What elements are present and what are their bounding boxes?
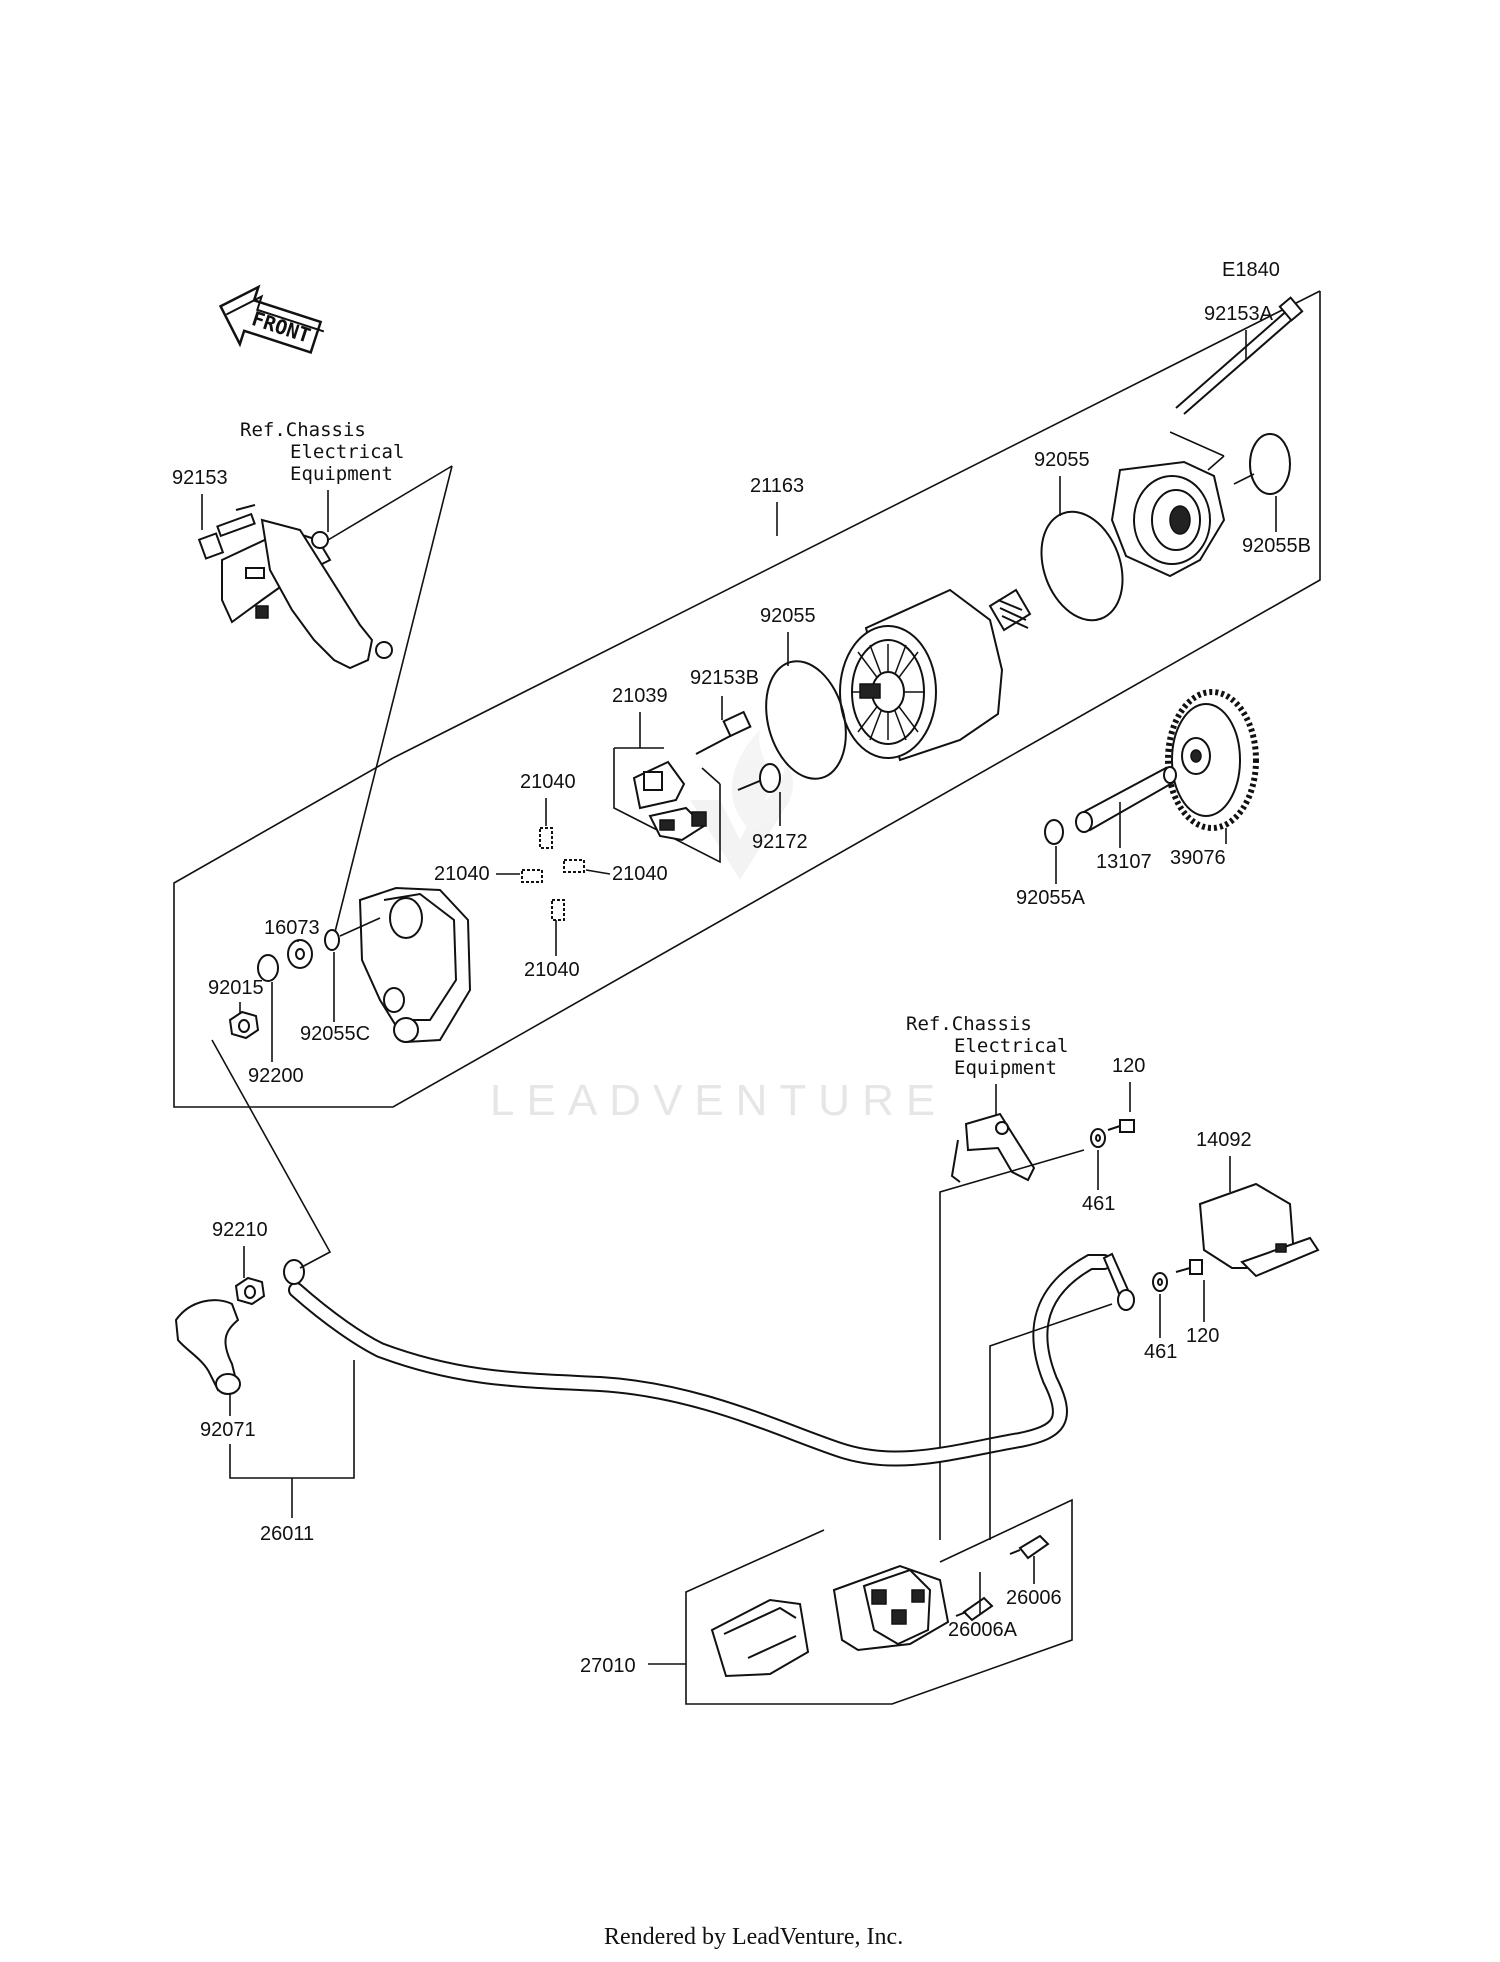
fuse-26006-icon [1009, 1534, 1050, 1560]
relay-cover-14092-icon [1198, 1182, 1320, 1278]
part-label-92153A: 92153A [1204, 303, 1274, 325]
washer-92200-icon [257, 954, 279, 982]
part-label-92071: 92071 [200, 1419, 256, 1441]
part-label-26011: 26011 [260, 1523, 314, 1545]
starter-rear-cover [358, 886, 472, 1044]
ref-note-1-line1: Ref.Chassis [240, 419, 366, 441]
relay-case-icon [710, 1598, 810, 1678]
part-label-92153: 92153 [172, 467, 228, 489]
starter-relay-27010 [832, 1564, 950, 1652]
part-label-92055A: 92055A [1016, 887, 1086, 909]
part-label-39076: 39076 [1170, 847, 1226, 869]
washer-461-a-icon [1090, 1128, 1106, 1148]
part-label-21040-c: 21040 [612, 863, 668, 885]
part-label-120-b: 120 [1186, 1325, 1219, 1347]
part-label-461-b: 461 [1144, 1341, 1177, 1363]
washer-461-b-icon [1152, 1272, 1168, 1292]
ref-note-1-line2: Electrical [290, 441, 404, 463]
motor-yoke [839, 588, 1032, 762]
part-label-92015: 92015 [208, 977, 264, 999]
part-label-92210: 92210 [212, 1219, 268, 1241]
starter-end-cover [1110, 460, 1226, 578]
brush-spring-icon [521, 827, 585, 921]
nut-92015-icon [228, 1010, 260, 1040]
o-ring-92055-icon [1040, 510, 1124, 622]
o-ring-92055B-icon [1249, 433, 1291, 495]
part-label-92055B: 92055B [1242, 535, 1311, 557]
bolt-92153-icon [197, 504, 256, 560]
shaft-13107-icon [1075, 766, 1177, 833]
relay-bracket [950, 1112, 1036, 1183]
terminal-cap-92071-icon [174, 1299, 241, 1395]
part-label-21039: 21039 [612, 685, 668, 707]
assembly-outline-top [392, 290, 1321, 759]
footer-credit: Rendered by LeadVenture, Inc. [604, 1924, 903, 1950]
nut-92210-icon [234, 1276, 266, 1306]
part-label-14092: 14092 [1196, 1129, 1252, 1151]
part-label-461-a: 461 [1082, 1193, 1115, 1215]
ref-note-2-line1: Ref.Chassis [906, 1013, 1032, 1035]
part-label-21163: 21163 [750, 475, 804, 497]
ref-note-2-line2: Electrical [954, 1035, 1068, 1057]
part-label-26006: 26006 [1006, 1587, 1062, 1609]
screw-92172-icon [737, 763, 781, 793]
part-label-26006A: 26006A [948, 1619, 1018, 1641]
part-label-92153B: 92153B [690, 667, 759, 689]
o-ring-92055C-icon [324, 929, 340, 951]
part-label-21040-d: 21040 [524, 959, 580, 981]
starter-mount-bracket [221, 518, 393, 670]
ref-note-1-line3: Equipment [290, 463, 393, 485]
part-label-92172: 92172 [752, 831, 808, 853]
part-label-13107: 13107 [1096, 851, 1152, 873]
bolt-92153B-icon [695, 710, 752, 755]
part-label-92200: 92200 [248, 1065, 304, 1087]
part-label-27010: 27010 [580, 1655, 636, 1677]
screw-120-b-icon [1175, 1259, 1203, 1275]
part-label-92055C: 92055C [300, 1023, 370, 1045]
starter-cable-26011 [283, 1252, 1135, 1467]
part-label-16073: 16073 [264, 917, 320, 939]
relay-group-outline [685, 1498, 1073, 1705]
ref-note-2-line3: Equipment [954, 1057, 1057, 1079]
part-label-21040-b: 21040 [434, 863, 490, 885]
front-arrow-icon: FRONT [218, 284, 325, 354]
watermark-text: LEADVENTURE [490, 1076, 947, 1125]
screw-120-a-icon [1107, 1119, 1135, 1133]
washer-16073-icon [287, 939, 313, 969]
diagram-code: E1840 [1222, 259, 1280, 281]
brush-holder [632, 760, 707, 842]
o-ring-92055A-icon [1044, 819, 1064, 845]
fuse-26006A-icon [955, 1596, 994, 1622]
assembly-outline [173, 291, 1321, 1108]
part-label-120-a: 120 [1112, 1055, 1145, 1077]
part-label-21040-a: 21040 [520, 771, 576, 793]
o-ring-92055-mid-icon [765, 660, 847, 780]
through-bolt-92153A-icon [1175, 296, 1304, 415]
part-label-92055-top: 92055 [1034, 449, 1090, 471]
idler-gear-39076-icon [1165, 689, 1259, 831]
part-label-92055-mid: 92055 [760, 605, 816, 627]
